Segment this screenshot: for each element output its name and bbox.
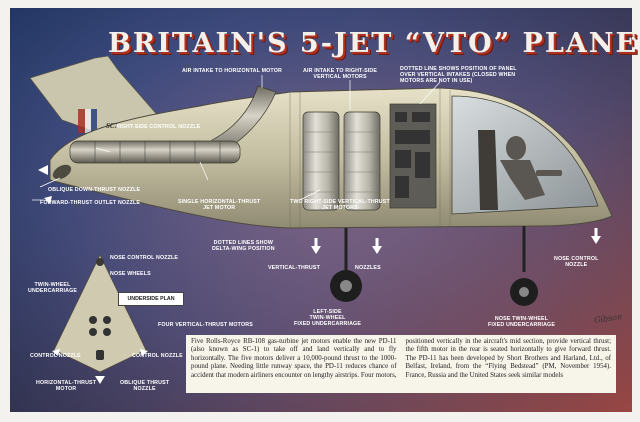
- label-nose-control-plan: NOSE CONTROL NOZZLE: [110, 255, 179, 261]
- label-vertical-thrust: VERTICAL-THRUST: [268, 265, 320, 271]
- underside-plan-badge: UNDERSIDE PLAN: [118, 292, 184, 306]
- label-four-vertical: FOUR VERTICAL-THRUST MOTORS: [158, 322, 253, 328]
- label-forward-outlet: FORWARD-THRUST OUTLET NOZZLE: [40, 200, 141, 206]
- page-title: BRITAIN'S 5-JET “VTO” PLANE: [108, 28, 639, 59]
- label-control-nozzle-right: CONTROL NOZZLE: [132, 353, 183, 359]
- label-nose-wheels: NOSE WHEELS: [110, 271, 151, 277]
- label-control-nozzle-left: CONTROL NOZZLE: [30, 353, 81, 359]
- label-air-intake-horizontal: AIR INTAKE TO HORIZONTAL MOTOR: [182, 68, 282, 74]
- description-text: Five Rolls-Royce RB-108 gas-turbine jet …: [186, 335, 616, 393]
- label-right-control-nozzle: RIGHT-SIDE CONTROL NOZZLE: [116, 124, 201, 130]
- label-oblique-nozzle: OBLIQUE DOWN-THRUST NOZZLE: [48, 187, 141, 193]
- label-nozzles: NOZZLES: [355, 265, 381, 271]
- tail-code: SC1: [106, 122, 119, 130]
